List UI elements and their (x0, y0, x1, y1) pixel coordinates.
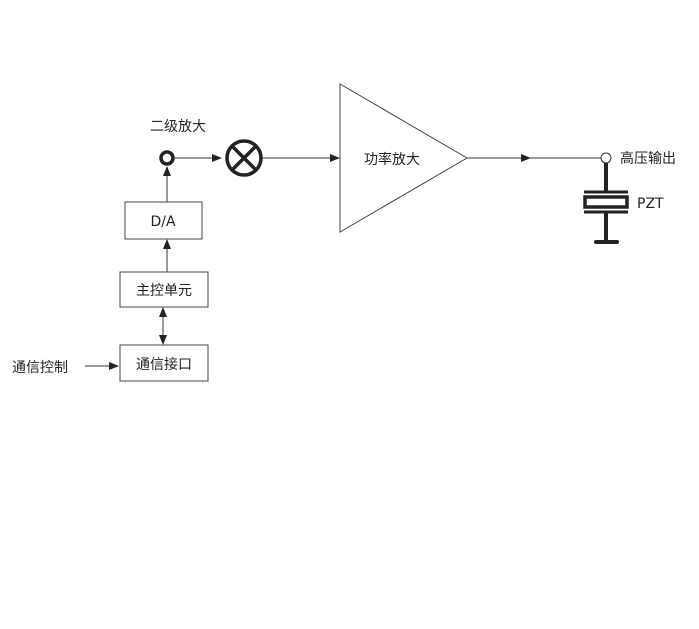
power-amp-label: 功率放大 (364, 151, 420, 168)
second-amp-node (159, 150, 175, 166)
da-box (124, 201, 203, 240)
pzt-icon (583, 163, 629, 244)
mixer-icon (225, 139, 263, 177)
main-control-label: 主控单元 (136, 283, 192, 299)
hv-output-label: 高压输出 (620, 150, 676, 167)
pzt-label: PZT (637, 196, 664, 212)
hv-output-terminal (600, 152, 612, 164)
power-amp-triangle (339, 83, 468, 233)
da-label: D/A (150, 214, 175, 230)
second-amp-label: 二级放大 (150, 119, 206, 135)
comm-control-label: 通信控制 (12, 360, 68, 376)
comm-interface-box (119, 344, 209, 382)
comm-interface-label: 通信接口 (136, 356, 192, 373)
